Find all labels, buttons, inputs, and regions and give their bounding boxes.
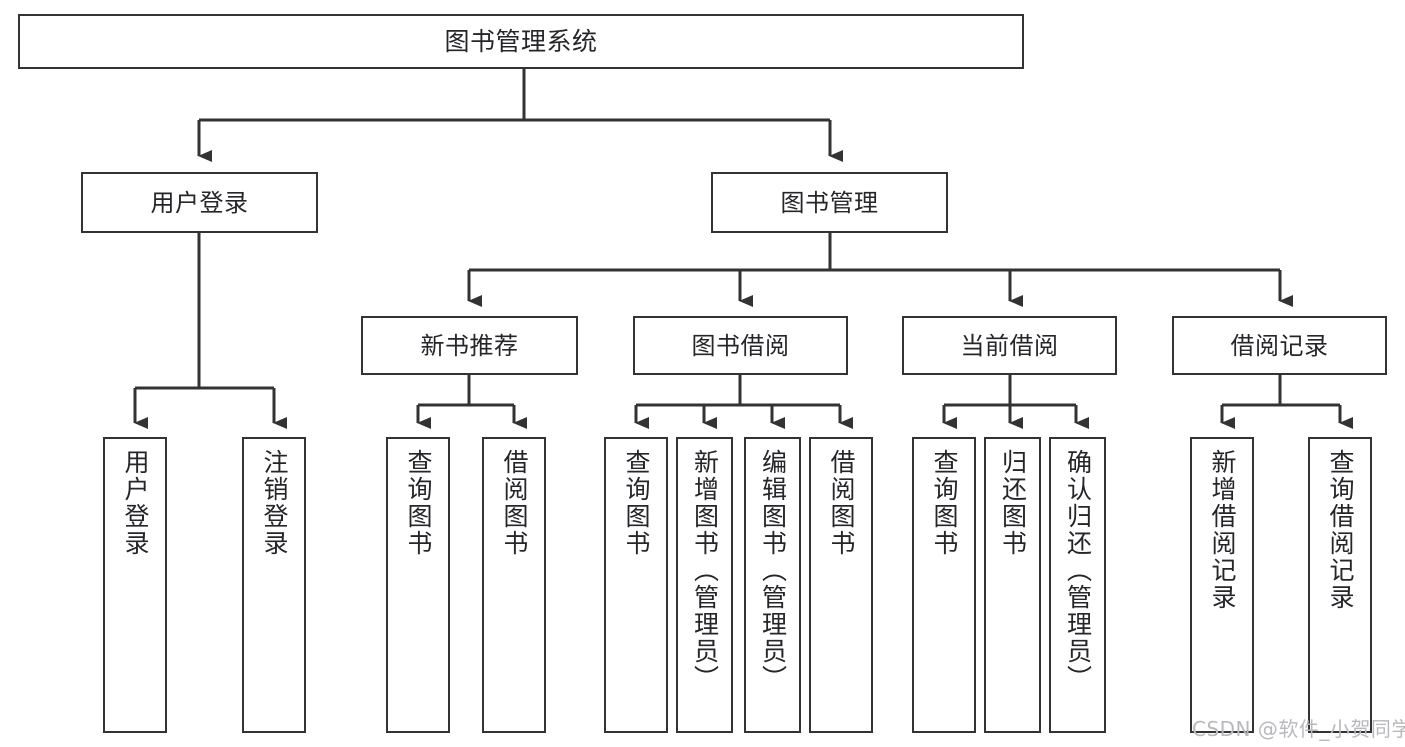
node-user-login[interactable]: 用户登录	[81, 172, 318, 233]
node-label: 借阅图书	[500, 449, 529, 557]
node-label: 查询图书	[622, 449, 651, 557]
node-leaf-borrow-book-1[interactable]: 借阅图书	[482, 437, 546, 733]
node-label: 归还图书	[998, 449, 1028, 557]
node-label: 查询图书	[930, 449, 959, 557]
node-root-system[interactable]: 图书管理系统	[18, 14, 1024, 69]
node-label: 新增借阅记录	[1208, 449, 1237, 611]
node-label: 图书管理系统	[444, 26, 598, 56]
node-book-manage[interactable]: 图书管理	[711, 172, 948, 233]
node-label: 新增图书（管理员）	[690, 449, 720, 692]
node-label: 借阅记录	[1230, 331, 1329, 360]
node-book-borrow[interactable]: 图书借阅	[633, 316, 848, 375]
node-leaf-confirm-return[interactable]: 确认归还（管理员）	[1049, 437, 1106, 733]
node-label: 图书借阅	[691, 331, 790, 360]
node-new-book-rec[interactable]: 新书推荐	[361, 316, 578, 375]
node-label: 图书管理	[780, 188, 879, 217]
node-leaf-return-book[interactable]: 归还图书	[984, 437, 1041, 733]
node-label: 注销登录	[260, 449, 289, 557]
node-label: 查询图书	[404, 449, 433, 557]
node-current-borrow[interactable]: 当前借阅	[902, 316, 1117, 375]
csdn-watermark: CSDN @软件_小贺同学	[1192, 717, 1405, 741]
node-leaf-user-login[interactable]: 用户登录	[103, 437, 167, 733]
node-leaf-query-record[interactable]: 查询借阅记录	[1308, 437, 1372, 733]
node-leaf-query-book-1[interactable]: 查询图书	[386, 437, 450, 733]
node-leaf-add-record[interactable]: 新增借阅记录	[1190, 437, 1254, 733]
node-leaf-query-book-2[interactable]: 查询图书	[604, 437, 668, 733]
node-leaf-borrow-book-2[interactable]: 借阅图书	[809, 437, 873, 733]
node-leaf-edit-book[interactable]: 编辑图书（管理员）	[744, 437, 801, 733]
node-label: 用户登录	[121, 449, 150, 557]
node-borrow-record[interactable]: 借阅记录	[1172, 316, 1387, 375]
node-leaf-query-book-3[interactable]: 查询图书	[912, 437, 976, 733]
node-label: 当前借阅	[960, 331, 1059, 360]
node-label: 新书推荐	[420, 331, 519, 360]
node-leaf-logout[interactable]: 注销登录	[242, 437, 306, 733]
node-label: 用户登录	[150, 188, 249, 217]
node-label: 查询借阅记录	[1326, 449, 1355, 611]
node-label: 编辑图书（管理员）	[758, 449, 788, 692]
node-leaf-add-book[interactable]: 新增图书（管理员）	[676, 437, 733, 733]
node-label: 确认归还（管理员）	[1063, 449, 1093, 692]
node-label: 借阅图书	[827, 449, 856, 557]
